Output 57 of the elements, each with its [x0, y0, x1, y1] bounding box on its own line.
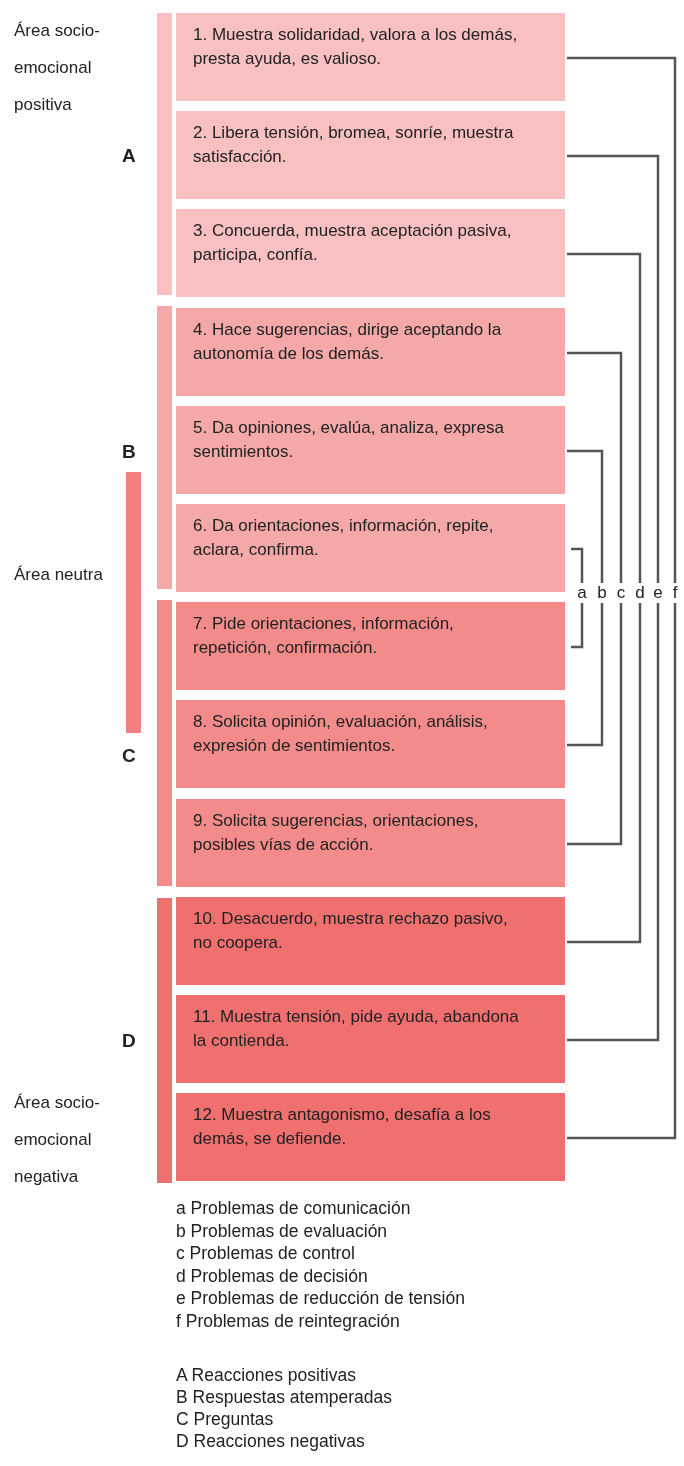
category-box [176, 209, 565, 297]
bracket-connector [567, 154, 660, 1042]
category-text: 7. Pide orientaciones, información, repetición, confirmación. [193, 613, 455, 659]
legend-text: a Problemas de comunicación [176, 1197, 412, 1219]
category-text: 3. Concuerda, muestra aceptación pasiva, participa, confía. [193, 220, 513, 266]
legend-text: e Problemas de reducción de tensión [176, 1287, 466, 1309]
category-text: 10. Desacuerdo, muestra rechazo pasivo, no coopera. [193, 908, 509, 954]
area-band [157, 13, 172, 295]
legend-text: B Respuestas atemperadas [176, 1386, 393, 1408]
category-box [176, 897, 565, 985]
legend-text: C Preguntas [176, 1408, 275, 1430]
edge-label: e [651, 583, 665, 603]
category-box [176, 700, 565, 788]
edge-label: d [633, 583, 647, 603]
group-letter: C [122, 744, 136, 768]
area-band [157, 600, 172, 886]
legend-text: D Reacciones negativas [176, 1430, 366, 1452]
area-band [157, 898, 172, 1183]
bracket-connector [567, 449, 604, 747]
legend-text: A Reacciones positivas [176, 1364, 357, 1386]
legend-text: f Problemas de reintegración [176, 1309, 401, 1332]
category-box [176, 406, 565, 494]
bracket-connector [571, 547, 584, 649]
bracket-connector [567, 252, 642, 944]
category-box [176, 308, 565, 396]
category-box [176, 799, 565, 887]
category-text: 9. Solicita sugerencias, orientaciones, posibles vías de acción. [193, 810, 480, 856]
legend-text: b Problemas de evaluación [176, 1219, 389, 1242]
category-text: 5. Da opiniones, evalúa, analiza, expresa sentimientos. [193, 417, 505, 463]
area-band [157, 306, 172, 589]
edge-label: b [595, 583, 609, 603]
area-band [126, 472, 141, 733]
bracket-connector [567, 56, 677, 1140]
area-label: Área socio-emocional negativa [14, 1092, 101, 1188]
area-label: Área neutra [14, 564, 104, 586]
category-box [176, 13, 565, 101]
bracket-connector [567, 351, 623, 846]
category-box [176, 504, 565, 592]
category-box [176, 602, 565, 690]
category-text: 1. Muestra solidaridad, valora a los demás, presta ayuda, es valioso. [193, 24, 519, 70]
category-text: 2. Libera tensión, bromea, sonríe, muestra satisfacción. [193, 122, 515, 168]
group-letter: A [122, 144, 136, 168]
area-label: Área socio-emocional positiva [14, 20, 101, 116]
category-box [176, 1093, 565, 1181]
category-box [176, 111, 565, 199]
legend-text: c Problemas de control [176, 1242, 356, 1264]
group-letter: B [122, 440, 136, 464]
edge-label: c [614, 583, 628, 603]
category-box [176, 995, 565, 1083]
category-text: 8. Solicita opinión, evaluación, análisis, expresión de sentimientos. [193, 711, 489, 757]
group-letter: D [122, 1029, 136, 1053]
legend-text: d Problemas de decisión [176, 1264, 369, 1287]
category-text: 11. Muestra tensión, pide ayuda, abandona la contienda. [193, 1006, 520, 1052]
category-text: 4. Hace sugerencias, dirige aceptando la autonomía de los demás. [193, 319, 503, 365]
category-text: 12. Muestra antagonismo, desafía a los demás, se defiende. [193, 1104, 492, 1150]
category-text: 6. Da orientaciones, información, repite, aclara, confirma. [193, 515, 495, 561]
edge-label: a [575, 583, 589, 603]
